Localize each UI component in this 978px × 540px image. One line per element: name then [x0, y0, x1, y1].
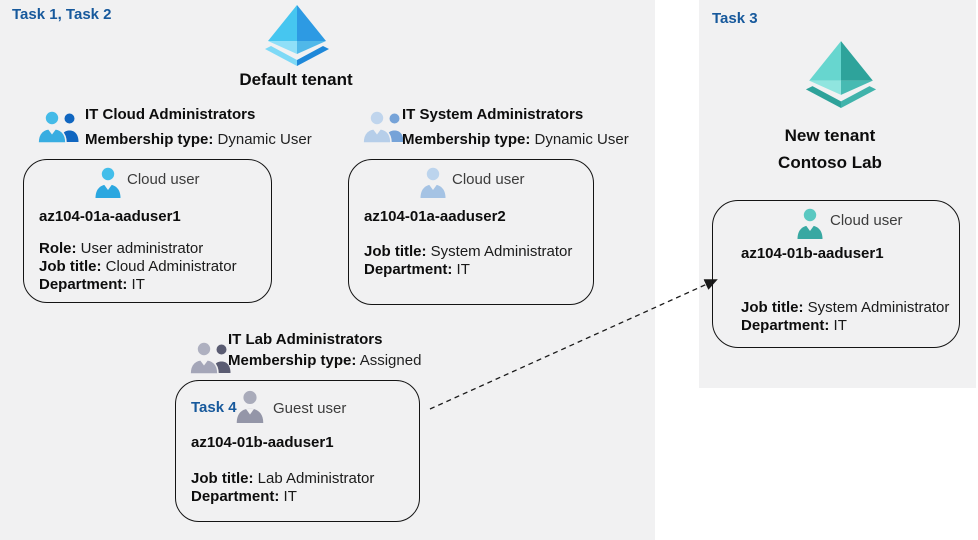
cloud-user-icon [95, 167, 121, 198]
user-card-aaduser1: Cloud user az104-01a-aaduser1 Role: User… [23, 159, 272, 303]
user-name: az104-01b-aaduser1 [191, 434, 334, 451]
azure-ad-tenant-icon [265, 5, 329, 66]
user-card-guest-aaduser1: Task 4 Guest user az104-01b-aaduser1 Job… [175, 380, 420, 522]
attr-department: Department: IT [191, 488, 297, 505]
group-icon-cloud-admins [37, 110, 79, 144]
default-tenant-background [0, 0, 655, 540]
user-name: az104-01a-aaduser2 [364, 208, 506, 225]
guest-user-icon [236, 390, 264, 423]
user-type-label: Guest user [273, 400, 347, 417]
attr-department: Department: IT [364, 261, 470, 278]
azure-ad-new-tenant-icon [805, 41, 877, 108]
attr-department: Department: IT [39, 276, 145, 293]
user-attributes: Job title: Lab Administrator Department:… [191, 470, 374, 506]
user-attributes: Role: User administrator Job title: Clou… [39, 240, 237, 294]
group-name-system-admins: IT System Administrators [402, 106, 584, 123]
group-membership-lab-admins: Membership type: Assigned [228, 352, 422, 369]
attr-job-title: Job title: Cloud Administrator [39, 258, 237, 275]
attr-job-title: Job title: System Administrator [741, 299, 950, 316]
new-tenant-title: New tenant Contoso Lab [730, 122, 930, 176]
default-tenant-title: Default tenant [239, 70, 353, 89]
user-type-label: Cloud user [127, 171, 200, 188]
attr-department: Department: IT [741, 317, 847, 334]
attr-job-title: Job title: Lab Administrator [191, 470, 375, 487]
user-name: az104-01b-aaduser1 [741, 245, 884, 262]
task-1-2-label: Task 1, Task 2 [12, 6, 112, 23]
group-icon-system-admins [362, 110, 404, 144]
user-attributes: Job title: System Administrator Departme… [741, 299, 949, 335]
cloud-user-icon [420, 167, 446, 198]
user-card-aaduser2: Cloud user az104-01a-aaduser2 Job title:… [348, 159, 594, 305]
task-4-label: Task 4 [191, 399, 237, 416]
task-3-label: Task 3 [712, 10, 758, 27]
group-name-cloud-admins: IT Cloud Administrators [85, 106, 256, 123]
group-name-lab-admins: IT Lab Administrators [228, 331, 383, 348]
new-tenant-line2: Contoso Lab [778, 153, 882, 172]
user-type-label: Cloud user [830, 212, 903, 229]
user-type-label: Cloud user [452, 171, 525, 188]
user-attributes: Job title: System Administrator Departme… [364, 243, 572, 279]
group-icon-lab-admins [189, 341, 231, 375]
group-membership-system-admins: Membership type: Dynamic User [402, 131, 629, 148]
user-name: az104-01a-aaduser1 [39, 208, 181, 225]
attr-role: Role: User administrator [39, 240, 204, 257]
new-tenant-line1: New tenant [784, 126, 876, 145]
cloud-user-icon [797, 208, 823, 239]
group-membership-cloud-admins: Membership type: Dynamic User [85, 131, 312, 148]
user-card-new-tenant: Cloud user az104-01b-aaduser1 Job title:… [712, 200, 960, 348]
attr-job-title: Job title: System Administrator [364, 243, 573, 260]
